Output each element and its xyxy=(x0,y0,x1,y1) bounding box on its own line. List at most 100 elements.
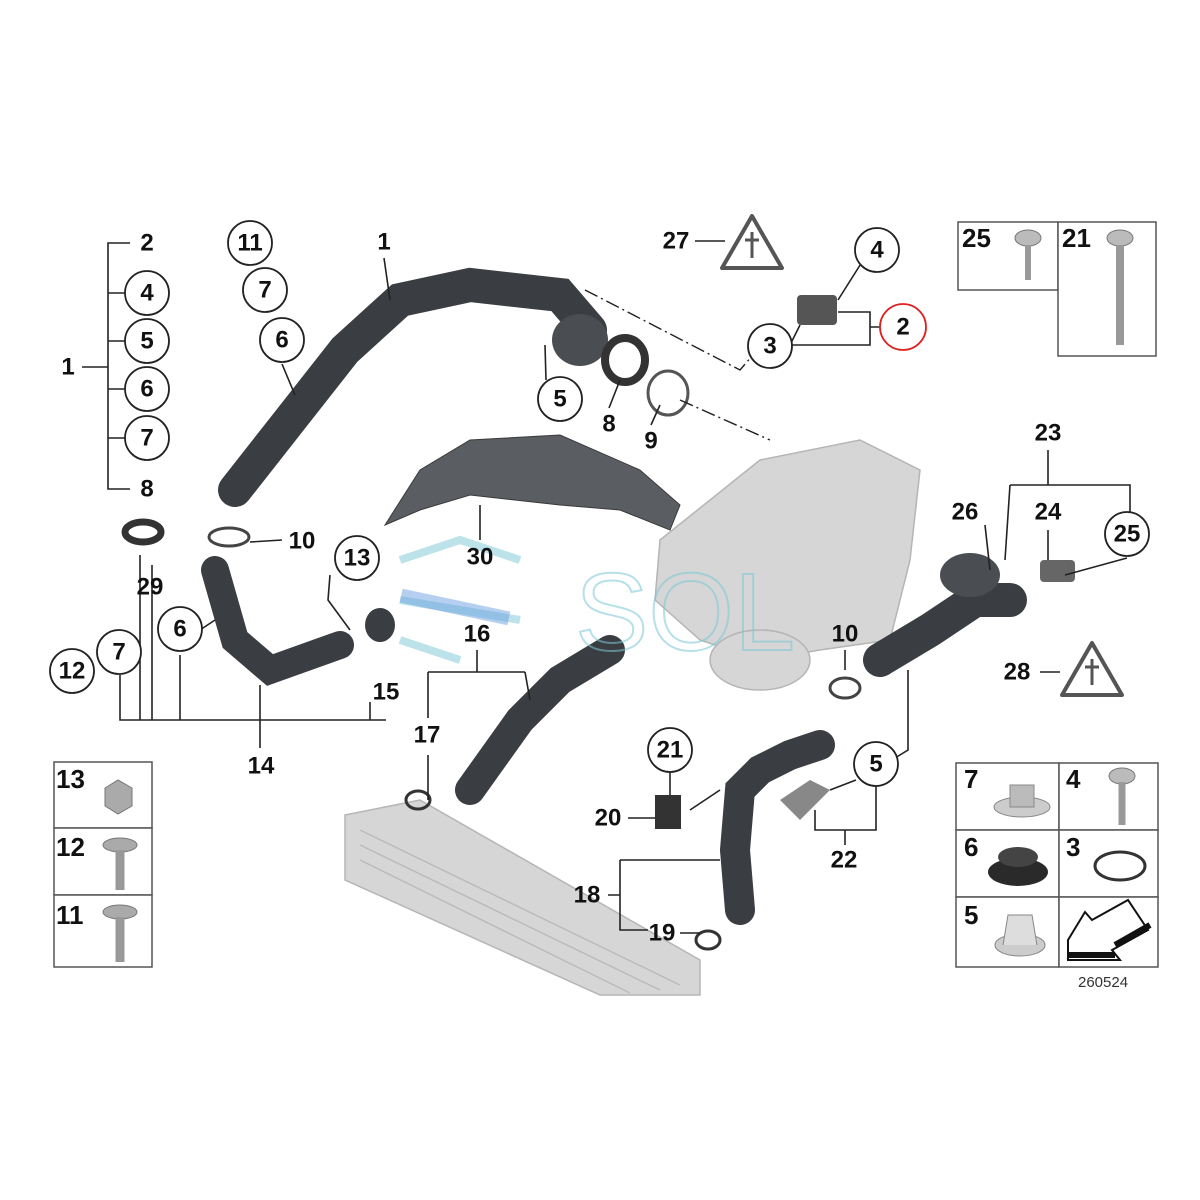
svg-text:11: 11 xyxy=(56,900,84,930)
parts-box-top-right: 25 21 xyxy=(957,221,1157,357)
callout-22: 22 xyxy=(831,847,858,874)
screw-4-icon xyxy=(1108,767,1136,825)
svg-text:30: 30 xyxy=(467,544,494,571)
callout-4: 4 xyxy=(854,227,900,273)
hose-23 xyxy=(863,583,1027,677)
bolt-12-icon xyxy=(102,837,138,890)
svg-text:5: 5 xyxy=(964,900,978,930)
svg-text:28: 28 xyxy=(1004,659,1031,686)
svg-text:10: 10 xyxy=(289,528,316,555)
callout-15: 15 xyxy=(373,679,400,706)
svg-text:27: 27 xyxy=(663,228,690,255)
callout-17: 17 xyxy=(414,722,441,749)
svg-text:13: 13 xyxy=(56,764,85,794)
svg-text:6: 6 xyxy=(964,832,978,862)
reference-number: 260524 xyxy=(1078,974,1128,991)
grommet-15 xyxy=(365,608,395,642)
callout-5: 5 xyxy=(537,376,583,422)
parts-box-bottom-right: 7 4 6 3 5 xyxy=(955,762,1159,968)
callout-5-c: 5 xyxy=(853,741,899,787)
svg-text:10: 10 xyxy=(832,621,859,648)
callout-11: 11 xyxy=(227,220,273,266)
svg-text:4: 4 xyxy=(1066,764,1081,794)
svg-text:6: 6 xyxy=(275,327,288,354)
svg-text:23: 23 xyxy=(1035,420,1062,447)
svg-text:SOL: SOL xyxy=(575,551,795,674)
svg-text:26: 26 xyxy=(952,499,979,526)
svg-text:2: 2 xyxy=(896,314,909,341)
callout-20: 20 xyxy=(595,805,622,832)
watermark: SOL xyxy=(398,535,796,675)
svg-text:6: 6 xyxy=(173,616,186,643)
svg-text:11: 11 xyxy=(237,230,262,257)
seal-29 xyxy=(121,518,165,546)
svg-text:17: 17 xyxy=(414,722,441,749)
clamp-10b xyxy=(828,676,862,700)
callout-7-left: 7 xyxy=(124,415,170,461)
callout-29: 29 xyxy=(137,574,164,601)
svg-text:2: 2 xyxy=(140,230,153,257)
mass-air-flow-sensor xyxy=(797,295,837,325)
grommet-6-icon xyxy=(988,847,1048,886)
callout-26: 26 xyxy=(952,499,979,526)
callout-21: 21 xyxy=(647,727,693,773)
svg-text:18: 18 xyxy=(574,882,601,909)
clamp-9 xyxy=(646,369,690,417)
callout-8-left: 8 xyxy=(140,476,153,503)
callout-19: 19 xyxy=(649,920,676,947)
svg-text:1: 1 xyxy=(377,229,390,256)
svg-text:5: 5 xyxy=(140,328,153,355)
hose-1-flange xyxy=(552,314,608,366)
callout-18: 18 xyxy=(574,882,601,909)
callout-7: 7 xyxy=(242,267,288,313)
callout-12: 12 xyxy=(49,648,95,694)
svg-text:19: 19 xyxy=(649,920,676,947)
hose-16 xyxy=(455,635,625,805)
svg-text:4: 4 xyxy=(140,280,154,307)
parts-box-left: 13 12 11 xyxy=(53,761,153,968)
svg-text:4: 4 xyxy=(870,237,884,264)
callout-23: 23 xyxy=(1035,420,1062,447)
hose-18 xyxy=(719,730,835,925)
callout-1-left: 1 xyxy=(61,354,74,381)
svg-text:7: 7 xyxy=(140,425,153,452)
svg-text:5: 5 xyxy=(553,386,566,413)
callout-1: 1 xyxy=(377,229,390,256)
o-ring-17 xyxy=(404,789,432,811)
hose-23-flange xyxy=(940,553,1000,597)
callout-10: 10 xyxy=(289,528,316,555)
svg-text:12: 12 xyxy=(56,832,85,862)
o-ring-19 xyxy=(694,929,722,951)
svg-text:7: 7 xyxy=(258,277,271,304)
bracket-20 xyxy=(655,795,681,829)
callout-24: 24 xyxy=(1035,499,1062,526)
callout-9: 9 xyxy=(644,428,657,455)
seal-8 xyxy=(601,334,649,386)
air-filter-housing xyxy=(654,439,921,691)
callout-16: 16 xyxy=(464,621,491,648)
intake-hose-1 xyxy=(218,267,607,507)
callout-13: 13 xyxy=(334,535,380,581)
callout-14: 14 xyxy=(248,753,275,780)
svg-text:14: 14 xyxy=(248,753,275,780)
svg-text:15: 15 xyxy=(373,679,400,706)
svg-text:29: 29 xyxy=(137,574,164,601)
callout-2-highlighted: 2 xyxy=(879,303,927,351)
callout-25: 25 xyxy=(1104,511,1150,557)
warning-triangle-icon-27 xyxy=(720,214,784,270)
svg-text:25: 25 xyxy=(1114,521,1141,548)
callout-3: 3 xyxy=(747,323,793,369)
callout-30: 30 xyxy=(467,544,494,571)
svg-text:7: 7 xyxy=(964,764,978,794)
svg-text:3: 3 xyxy=(1066,832,1080,862)
svg-text:22: 22 xyxy=(831,847,858,874)
callouts: 1 2 4 5 6 7 8 11 7 6 1 5 8 9 27 4 3 2 10… xyxy=(49,214,1150,947)
pressure-sensor-24 xyxy=(1040,560,1075,582)
callout-6: 6 xyxy=(259,317,305,363)
svg-text:16: 16 xyxy=(464,621,491,648)
svg-text:25: 25 xyxy=(962,223,991,253)
intercooler xyxy=(344,799,701,996)
nut-13-icon xyxy=(104,779,133,815)
